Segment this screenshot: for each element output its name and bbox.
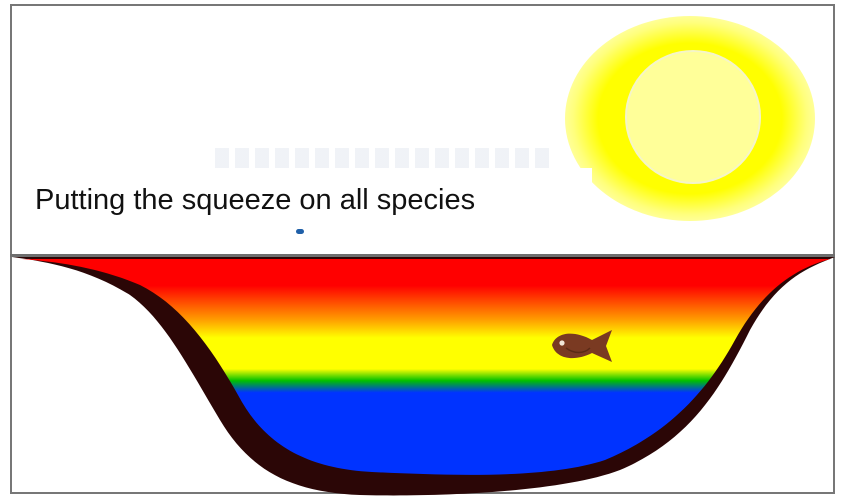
diagram-stage: Putting the squeeze on all species — [0, 0, 845, 499]
lake-cross-section — [0, 0, 845, 499]
